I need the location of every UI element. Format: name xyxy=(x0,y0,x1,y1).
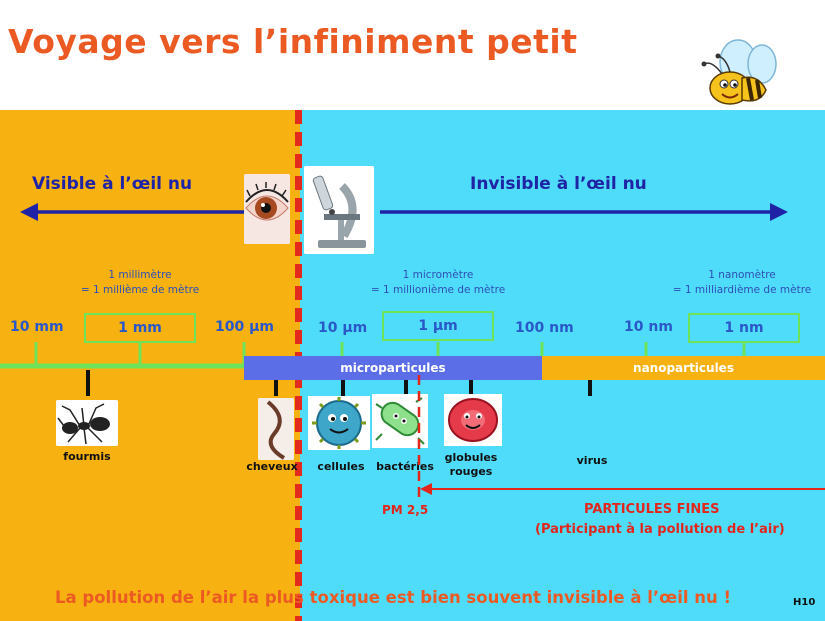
pm25-marker xyxy=(417,375,825,503)
note-nanometre: 1 nanomètre = 1 milliardième de mètre xyxy=(656,268,825,298)
tick-cheveux xyxy=(274,380,278,396)
note-nanometre-line1: 1 nanomètre xyxy=(708,269,776,281)
label-fourmis: fourmis xyxy=(63,450,111,463)
fine-particles-title: PARTICULES FINES xyxy=(584,502,720,517)
page-title: Voyage vers l’infiniment petit xyxy=(8,22,578,61)
page-reference: H10 xyxy=(793,597,816,608)
scale-ruler xyxy=(0,342,746,369)
invisible-label: Invisible à l’œil nu xyxy=(470,174,647,194)
scale-1um-box: 1 µm xyxy=(382,311,494,341)
right-arrow-icon xyxy=(380,203,788,221)
ant-icon xyxy=(56,400,118,446)
label-cheveux: cheveux xyxy=(246,460,298,473)
scale-100um: 100 µm xyxy=(215,319,274,335)
tick-globules xyxy=(469,380,473,396)
pm25-label: PM 2,5 xyxy=(382,503,429,517)
nanoparticules-band: nanoparticules xyxy=(542,356,825,380)
scale-10nm: 10 nm xyxy=(624,319,673,335)
microparticules-band: microparticules xyxy=(244,356,542,380)
scale-100nm: 100 nm xyxy=(515,320,574,336)
tick-virus xyxy=(588,380,592,396)
note-millimetre-line2: = 1 millième de mètre xyxy=(80,284,200,296)
hair-icon xyxy=(258,398,294,460)
left-arrow-icon xyxy=(20,203,246,221)
note-nanometre-line2: = 1 milliardième de mètre xyxy=(672,284,812,296)
scale-10mm: 10 mm xyxy=(10,319,64,335)
label-globules-rouges: globules rouges xyxy=(436,451,506,479)
scale-10um: 10 µm xyxy=(318,320,368,336)
note-micrometre: 1 micromètre = 1 millionième de mètre xyxy=(348,268,528,298)
red-blood-cell-icon xyxy=(444,394,502,446)
visible-label: Visible à l’œil nu xyxy=(32,174,193,194)
note-millimetre-line1: 1 millimètre xyxy=(108,269,172,281)
note-millimetre: 1 millimètre = 1 millième de mètre xyxy=(60,268,220,298)
note-micrometre-line2: = 1 millionième de mètre xyxy=(370,284,506,296)
tick-cellules xyxy=(341,380,345,396)
cell-icon xyxy=(308,396,370,450)
microscope-icon xyxy=(304,166,374,254)
tick-bacteries xyxy=(404,380,408,396)
label-virus: virus xyxy=(576,454,608,467)
note-micrometre-line1: 1 micromètre xyxy=(402,269,474,281)
label-globules-line2: rouges xyxy=(449,465,493,478)
label-globules-line1: globules xyxy=(444,451,498,464)
label-cellules: cellules xyxy=(317,460,365,473)
bee-icon xyxy=(701,39,777,105)
tick-fourmis xyxy=(86,370,90,396)
bottom-message: La pollution de l’air la plus toxique es… xyxy=(55,588,732,607)
eye-icon xyxy=(244,174,290,244)
fine-particles-subtitle: (Participant à la pollution de l’air) xyxy=(535,522,785,537)
